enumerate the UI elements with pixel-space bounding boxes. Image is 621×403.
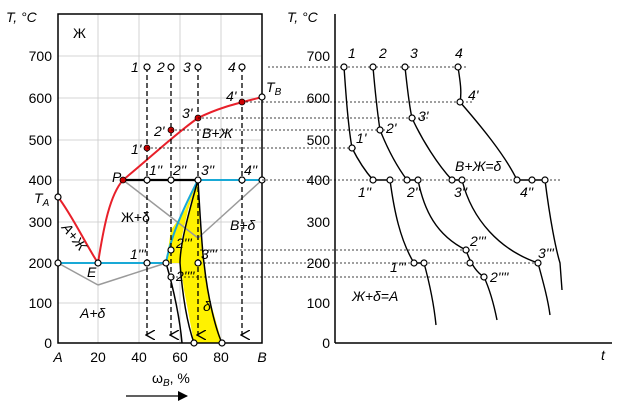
label-top-3: 3: [183, 59, 191, 75]
label-top-1: 1: [131, 59, 139, 75]
delta-left-boundary: [179, 179, 199, 344]
cooling-label-c3: 3': [418, 108, 430, 124]
label-e: E: [87, 264, 97, 280]
cooling-y-tick-400: 400: [307, 172, 331, 188]
cooling-y-tick-200: 200: [307, 255, 331, 271]
phase-y-axis-label: T, °C: [6, 9, 38, 25]
phase-x-tick-80: 80: [213, 349, 229, 365]
cooling-label-d2: 2'': [406, 184, 421, 200]
cooling-label-c1: 1': [356, 130, 368, 146]
label-eut-2: 2''': [175, 235, 193, 251]
phase-y-tick-700: 700: [29, 48, 53, 64]
phase-points: [54, 63, 266, 347]
label-ta: TA: [34, 190, 50, 209]
cooling-label-c2: 2': [385, 120, 398, 136]
cooling-label-d1: 1'': [358, 184, 372, 200]
cooling-reference-lines: [147, 66, 560, 278]
region-a-plus-liquid: A+Ж: [58, 219, 91, 254]
cooling-y-tick-700: 700: [307, 48, 331, 64]
cooling-top-3: 3: [410, 45, 418, 61]
phase-x-tick-b: B: [257, 349, 266, 365]
phase-y-tick-500: 500: [29, 132, 53, 148]
cooling-label-e3: 3''': [538, 245, 555, 261]
delta-eutectic-boundary: [165, 262, 183, 344]
phase-y-tick-300: 300: [29, 214, 53, 230]
label-tb: TB: [266, 79, 282, 98]
phase-diagram: 700 600 500 400 300 200 100 0 A 20 40 60…: [6, 9, 282, 401]
phase-x-tick-40: 40: [131, 349, 147, 365]
cooling-label-e1: 1''': [390, 259, 407, 275]
cooling-y-tick-600: 600: [307, 90, 331, 106]
cooling-label-c4: 4': [468, 87, 480, 103]
label-liquidus-2: 2': [153, 123, 166, 139]
label-liquidus-1: 1': [131, 141, 143, 157]
delta-region-fill-upper: [166, 180, 198, 263]
cooling-y-ticks: 700 600 500 400 300 200 100 0: [307, 48, 331, 351]
cooling-top-2: 2: [378, 45, 387, 61]
cooling-y-tick-300: 300: [307, 214, 331, 230]
cooling-peritectic-label: B+Ж=δ: [455, 158, 502, 174]
region-a-plus-delta: A+δ: [79, 305, 106, 321]
cooling-y-tick-0: 0: [322, 335, 330, 351]
grey-boundaries: [57, 179, 263, 286]
cooling-y-tick-100: 100: [307, 295, 331, 311]
label-liquidus-3: 3': [182, 105, 194, 121]
phase-y-tick-0: 0: [44, 335, 52, 351]
cooling-points: [340, 63, 549, 281]
label-top-4: 4: [228, 59, 236, 75]
cooling-label-f2: 2'''': [489, 269, 510, 285]
label-per-3: 3'': [201, 162, 215, 178]
phase-y-tick-100: 100: [29, 295, 53, 311]
label-per-2: 2'': [172, 162, 187, 178]
phase-x-ticks: A 20 40 60 80 B: [52, 349, 266, 365]
cooling-x-axis-label: t: [601, 347, 606, 363]
cooling-top-4: 4: [455, 45, 463, 61]
cooling-eutectic-label: Ж+δ=A: [351, 288, 398, 304]
cooling-label-d3: 3'': [454, 184, 468, 200]
liquid-delta-boundary: [165, 179, 199, 264]
label-per-1: 1'': [149, 162, 163, 178]
phase-y-tick-200: 200: [29, 255, 53, 271]
region-delta: δ: [203, 298, 211, 314]
liquidus-points: [119, 98, 246, 184]
label-per-4: 4'': [244, 162, 258, 178]
label-eut-3: 3''': [201, 246, 218, 262]
cooling-curves: 700 600 500 400 300 200 100 0 T, °C t 1 …: [147, 9, 612, 363]
cooling-label-d4: 4'': [520, 184, 534, 200]
label-eut-1: 1''': [130, 246, 147, 262]
cooling-y-tick-500: 500: [307, 132, 331, 148]
label-top-2: 2: [156, 59, 165, 75]
label-low-2: 2'''': [175, 268, 196, 284]
phase-x-tick-60: 60: [172, 349, 188, 365]
region-b-plus-liquid: B+Ж: [202, 125, 234, 141]
cooling-label-e2: 2''': [469, 233, 487, 249]
phase-x-tick-20: 20: [90, 349, 106, 365]
region-liquid-plus-delta: Ж+δ: [121, 209, 150, 225]
composition-verticals: [147, 67, 242, 335]
phase-y-ticks: 700 600 500 400 300 200 100 0: [29, 48, 53, 351]
phase-x-axis-label: ωB, %: [152, 370, 190, 389]
region-liquid: Ж: [73, 25, 86, 41]
phase-y-tick-600: 600: [29, 90, 53, 106]
label-liquidus-4: 4': [226, 88, 238, 104]
label-p: P: [112, 169, 122, 185]
region-b-plus-delta: B+δ: [230, 217, 256, 233]
cooling-top-1: 1: [348, 45, 356, 61]
cooling-y-axis-label: T, °C: [287, 9, 319, 25]
phase-y-tick-400: 400: [29, 172, 53, 188]
phase-x-tick-a: A: [52, 349, 62, 365]
